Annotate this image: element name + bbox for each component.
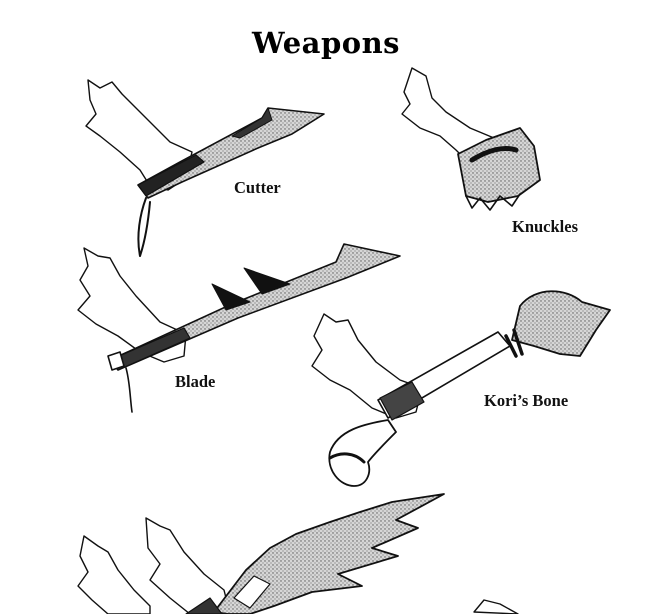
weapon-label-knuckles: Knuckles	[512, 217, 579, 236]
page-title: Weapons	[252, 26, 400, 60]
jagged-sword-icon	[77, 493, 519, 614]
blade-icon	[77, 243, 401, 413]
bone-club-icon	[311, 290, 611, 487]
weapon-label-cutter: Cutter	[234, 178, 281, 197]
knuckles-icon	[401, 67, 541, 211]
cutter-icon	[85, 79, 325, 257]
weapon-label-koris-bone: Kori’s Bone	[484, 391, 569, 410]
weapon-label-blade: Blade	[175, 372, 216, 391]
